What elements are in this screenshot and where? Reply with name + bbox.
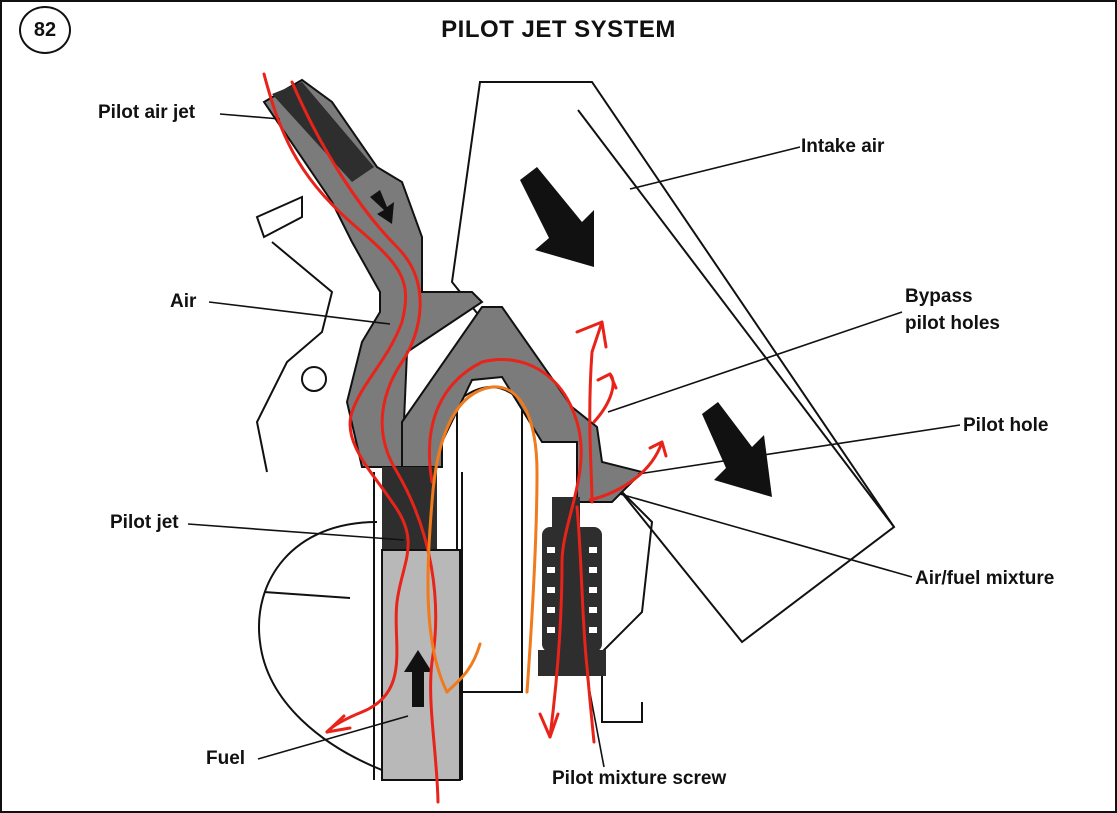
bore-wall-line — [577, 109, 895, 528]
mixture-screw-body — [542, 527, 602, 652]
leader-lines — [187, 113, 961, 768]
plug-ball — [301, 366, 327, 392]
mixture-screw-nut — [538, 650, 606, 676]
orange-flow-annotation — [426, 385, 539, 694]
label-intake-air: Intake air — [801, 136, 885, 157]
carb-body-left — [255, 241, 334, 473]
carb-body-outline — [255, 195, 303, 239]
label-pilot-jet: Pilot jet — [110, 512, 179, 533]
pilot-air-jet-part — [272, 82, 374, 182]
mixture-screw-threads — [547, 547, 597, 633]
label-pilot-air-jet: Pilot air jet — [98, 102, 196, 123]
label-fuel: Fuel — [206, 748, 246, 769]
orange-arrowhead — [445, 642, 482, 694]
pilot-air-passage — [262, 78, 484, 468]
label-bypass-line1: Bypass — [905, 286, 973, 307]
label-pilot-mixture-screw: Pilot mixture screw — [552, 768, 727, 789]
mixture-screw-head — [552, 497, 580, 527]
label-air: Air — [170, 291, 197, 312]
float-bowl-line — [263, 591, 351, 599]
label-air-fuel-mixture: Air/fuel mixture — [915, 568, 1055, 589]
label-pilot-hole: Pilot hole — [963, 415, 1049, 436]
intake-arrow-lower-icon — [702, 402, 772, 497]
central-post — [456, 386, 523, 693]
figure-number-badge: 82 — [19, 6, 71, 54]
intake-arrow-upper-icon — [520, 167, 594, 267]
page-title: PILOT JET SYSTEM — [441, 16, 676, 43]
float-bowl — [258, 521, 388, 773]
air-flow-arrow-icon — [370, 190, 394, 224]
label-bypass-line2: pilot holes — [905, 313, 1000, 334]
fuel-flow-arrow-icon — [404, 650, 432, 707]
pilot-jet-part — [382, 467, 437, 552]
red-flow-annotation — [262, 72, 668, 804]
